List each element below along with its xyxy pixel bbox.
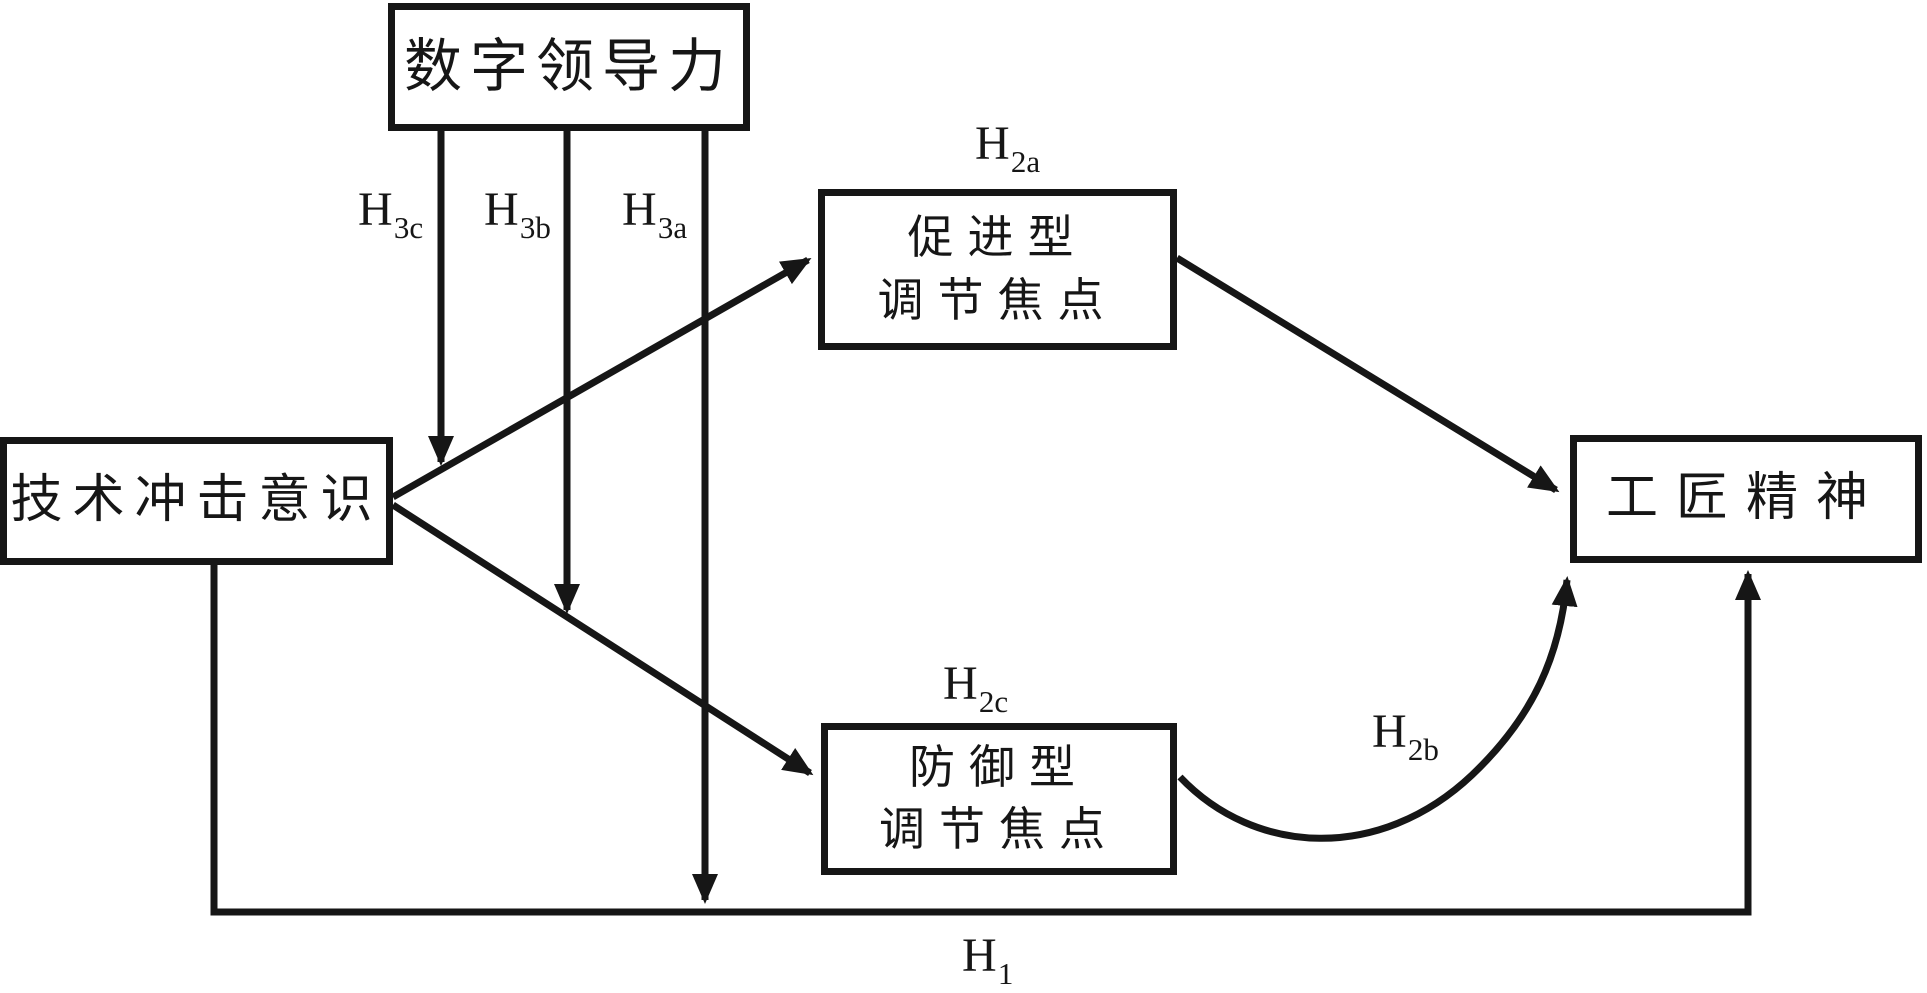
node-defensive-regulatory-focus: 防御型 调节焦点 [821,723,1177,875]
h1-base: H [962,929,997,982]
hypothesis-label-h3c: H3c [358,183,423,244]
node-digital-leadership-label: 数字领导力 [403,34,734,100]
hypothesis-label-h2c: H2c [943,657,1008,718]
hypothesis-label-h2b: H2b [1372,705,1439,766]
node-digital-leadership: 数字领导力 [388,3,750,131]
node-promotion-focus-line2: 调节焦点 [877,274,1118,326]
h1-subscript: 1 [997,956,1014,992]
node-promotion-focus-line1: 促进型 [907,212,1088,264]
tia-to-defensive-arrow [391,502,814,776]
node-tech-shock-awareness-label: 技术冲击意识 [10,471,383,529]
node-defensive-focus-line2: 调节焦点 [879,804,1119,855]
h3a-base: H [622,183,657,236]
node-craftsman-spirit: 工匠精神 [1570,435,1922,563]
h2b-curved-arrow [1177,576,1578,842]
h1-direct-arrow [210,565,1761,916]
h2c-base: H [943,657,978,710]
h3a-subscript: 3a [657,210,688,246]
node-craftsman-spirit-label: 工匠精神 [1605,469,1886,527]
hypothesis-label-h3a: H3a [622,183,687,244]
tia-to-promotion-arrow [391,256,812,501]
hypothesis-label-h3b: H3b [484,183,551,244]
node-tech-shock-awareness: 技术冲击意识 [0,437,393,565]
h2a-base: H [975,117,1010,170]
node-defensive-focus-line1: 防御型 [909,741,1089,793]
h2b-base: H [1372,705,1407,758]
h2c-subscript: 2c [978,684,1009,720]
h2a-subscript: 2a [1010,144,1041,180]
node-promotion-regulatory-focus: 促进型 调节焦点 [818,189,1177,350]
h3c-subscript: 3c [393,210,424,246]
promotion-to-craftsman-arrow [1175,255,1560,493]
hypothesis-label-h1: H1 [962,929,1013,990]
hypothesis-label-h2a: H2a [975,117,1040,178]
h3c-base: H [358,183,393,236]
h3b-base: H [484,183,519,236]
h3b-subscript: 3b [519,210,551,246]
h2b-subscript: 2b [1407,732,1439,768]
